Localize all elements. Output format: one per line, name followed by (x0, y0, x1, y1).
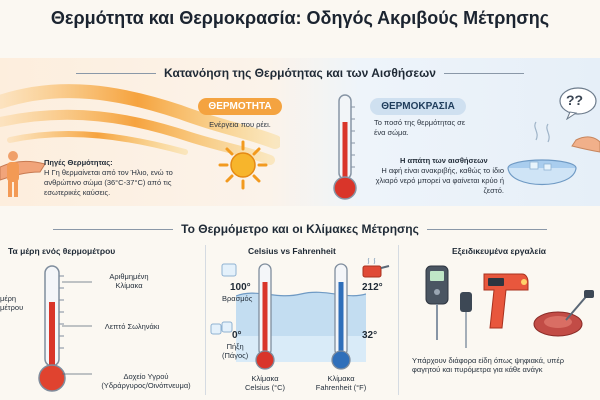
human-body-icon (7, 151, 19, 197)
meat-probe-icon (533, 290, 594, 337)
column-divider (398, 245, 399, 395)
sun-icon (218, 140, 268, 190)
heat-sources-text: Η Γη θερμαίνεται από τον Ήλιο, ενώ το αν… (44, 168, 173, 197)
heat-badge: ΘΕΡΜΟΤΗΤΑ (198, 98, 282, 115)
ice-cubes-icon (210, 321, 233, 335)
freezing-celsius-value: 0° (232, 330, 242, 341)
celsius-thermometer-icon (255, 263, 275, 370)
section-thermometer-heading: Το Θερμόμετρο και οι Κλίμακες Μέτρησης (30, 222, 570, 236)
freezing-label: Πήξη (Πάγος) (222, 342, 249, 361)
section-understanding-heading: Κατανόηση της Θερμότητας και των Αισθήσε… (60, 66, 540, 80)
temperature-description: Το ποσό της θερμότητας σε ένα σώμα. (374, 118, 466, 137)
senses-deception-text: Η αφή είναι ανακριβής, καθώς το ίδιο χλι… (375, 166, 504, 195)
temperature-badge: ΘΕΡΜΟΚΡΑΣΙΑ (370, 98, 466, 115)
boiling-celsius-value: 100° (230, 282, 251, 293)
celsius-scale-label: Κλίμακα Celsius (°C) (244, 374, 286, 393)
heat-description: Ενέργεια που ρέει. (209, 120, 271, 129)
central-thermometer-icon (333, 94, 357, 200)
heat-flow-illustration (0, 84, 280, 181)
tools-description: Υπάρχουν διάφορα είδη όπως ψηφιακά, υπέρ… (412, 356, 564, 375)
boiling-pot-icon (362, 258, 390, 278)
probe-thermometer-icon (460, 292, 472, 348)
infrared-pyrometer-icon (483, 273, 529, 329)
question-marks: ?? (566, 92, 584, 108)
heat-sources-title: Πηγές Θερμότητας: (44, 158, 113, 167)
boiling-fahrenheit-value: 212° (362, 282, 383, 293)
ice-cube-icon (543, 163, 552, 171)
boiling-label: Βρασμός (222, 294, 253, 303)
pointer-lines (62, 281, 92, 375)
celsius-fahrenheit-title: Celsius vs Fahrenheit (248, 246, 336, 256)
understanding-panel (0, 58, 600, 206)
ice-cube-icon (529, 161, 539, 170)
column-divider (205, 245, 206, 395)
cut-off-label: μέρη μέτρου (0, 294, 24, 313)
section-thermometer-title: Το Θερμόμετρο και οι Κλίμακες Μέτρησης (181, 222, 419, 236)
touching-hand-icon (571, 136, 600, 153)
thermometer-parts-title: Τα μέρη ενός θερμομέτρου (8, 246, 116, 256)
ice-cube-icon (221, 263, 237, 277)
page-title: Θερμότητα και Θερμοκρασία: Οδηγός Ακριβο… (50, 8, 550, 28)
fahrenheit-thermometer-icon (331, 263, 351, 370)
section-understanding-title: Κατανόηση της Θερμότητας και των Αισθήσε… (164, 66, 436, 80)
question-bubble-icon (559, 87, 597, 120)
water-bowl-illustration (507, 121, 600, 185)
tube-label: Λεπτό Σωληνάκι (104, 322, 160, 331)
specialized-tools-title: Εξειδικευμένα εργαλεία (452, 246, 547, 256)
digital-thermometer-icon (425, 265, 449, 340)
fahrenheit-scale-label: Κλίμακα Fahrenheit (°F) (315, 374, 367, 393)
scale-label: Αριθμημένη Κλίμακα (109, 272, 149, 291)
freezing-fahrenheit-value: 32° (362, 330, 378, 341)
thermometer-parts-icon (38, 265, 66, 392)
bulb-label: Δοχείο Υγρού (Υδράργυρος/Οινόπνευμα) (101, 372, 191, 391)
senses-deception-title: Η απάτη των αισθήσεων (400, 156, 488, 165)
